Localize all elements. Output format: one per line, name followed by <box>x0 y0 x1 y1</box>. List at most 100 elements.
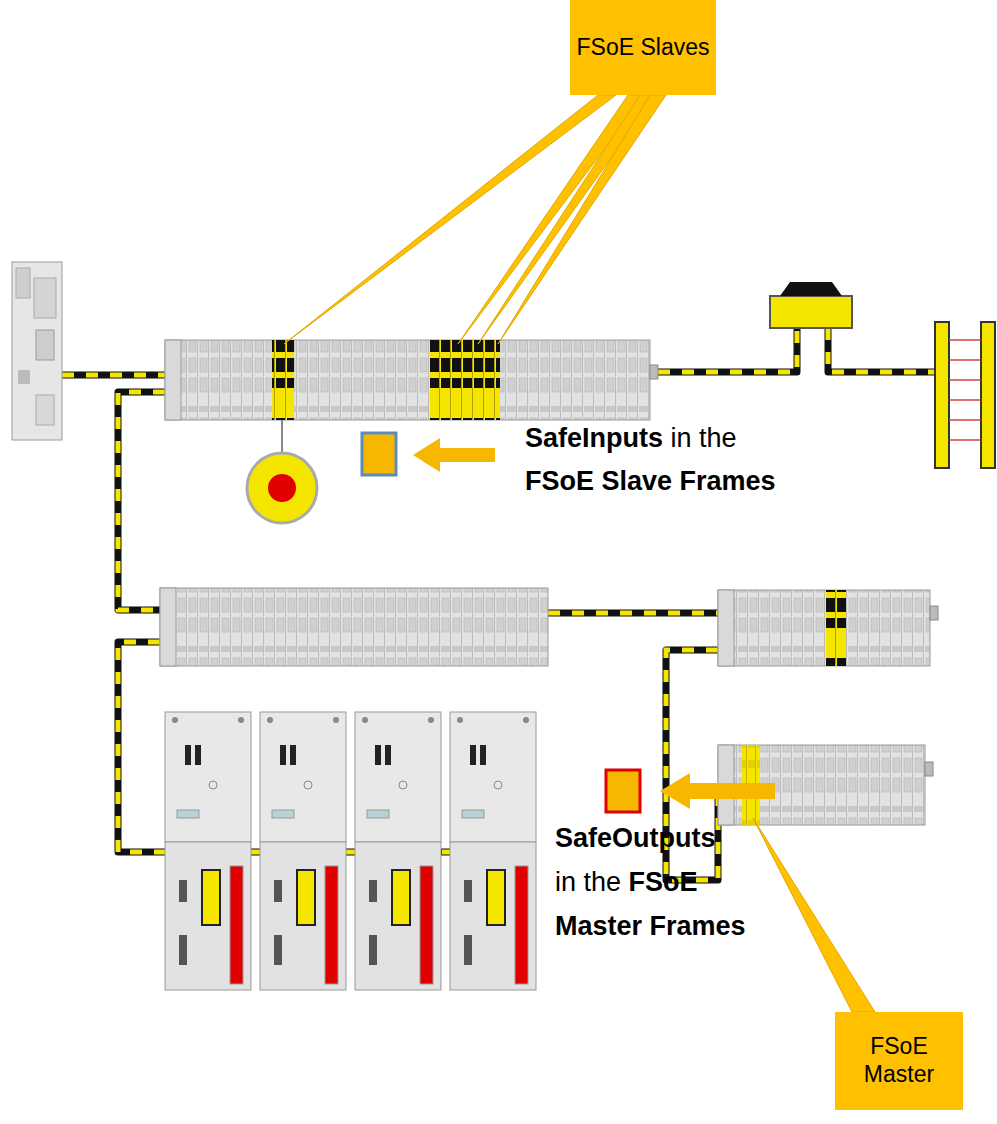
servo-drive <box>260 842 346 990</box>
ethercat-cable <box>548 611 718 616</box>
frame-label: FSoE <box>629 867 698 897</box>
label-line: FSoE Slave Frames <box>525 466 776 497</box>
servo-drive <box>165 712 536 990</box>
servo-drive <box>355 712 441 842</box>
safe-outputs-swatch <box>660 773 775 809</box>
servo-drive <box>297 870 315 925</box>
servo-drive <box>179 935 187 965</box>
ethercat-cable <box>828 328 935 372</box>
servo-drive <box>523 717 529 723</box>
servo-drive <box>494 781 502 789</box>
frame-label: FSoE Slave Frames <box>525 466 776 496</box>
frame-label: SafeOutputs <box>555 823 716 853</box>
servo-drive <box>480 745 486 765</box>
light-curtain <box>949 339 981 341</box>
servo-drive <box>177 810 199 818</box>
ethercat-cable <box>118 642 472 852</box>
io-terminal-bar <box>930 606 938 620</box>
servo-drive <box>355 842 441 990</box>
servo-drive <box>385 745 391 765</box>
servo-drive <box>428 717 434 723</box>
servo-drive <box>238 717 244 723</box>
label-line: Master Frames <box>555 911 746 942</box>
servo-drive <box>375 745 381 765</box>
servo-drive <box>209 781 217 789</box>
ethercat-cable <box>118 642 472 852</box>
callout-leader <box>753 818 875 1012</box>
servo-drive <box>470 745 476 765</box>
ethercat-cable <box>62 328 935 880</box>
callout-box: FSoE Master <box>835 1012 963 1110</box>
callout-text: FSoE Master <box>835 1033 963 1088</box>
emergency-stop <box>268 474 296 502</box>
ethercat-cable <box>828 328 935 372</box>
servo-drive <box>450 842 536 990</box>
light-curtain <box>949 379 981 381</box>
light-curtain <box>935 322 949 468</box>
safe-inputs-swatch <box>413 438 495 472</box>
servo-drive <box>185 745 191 765</box>
light-curtain <box>949 419 981 421</box>
emergency-stop <box>281 420 283 452</box>
frame-label: in the <box>555 867 621 897</box>
controller <box>36 330 54 360</box>
io-terminal-bar <box>272 340 294 420</box>
servo-drive <box>464 935 472 965</box>
io-terminal-bar <box>430 340 500 420</box>
io-terminal-bar <box>160 588 548 666</box>
safe-inputs-swatch <box>362 433 495 475</box>
light-curtain <box>981 322 995 468</box>
servo-drive <box>179 880 187 902</box>
callout-leader <box>498 95 666 344</box>
servo-drive <box>230 866 243 984</box>
servo-drive <box>274 880 282 902</box>
frame-label: SafeInputs <box>525 423 663 453</box>
servo-drive <box>325 866 338 984</box>
servo-drive <box>274 935 282 965</box>
ethercat-cable <box>62 372 165 379</box>
controller <box>16 268 30 298</box>
safety-scanner <box>770 282 852 328</box>
servo-drive <box>515 866 528 984</box>
servo-drive <box>369 935 377 965</box>
servo-drive <box>392 870 410 925</box>
servo-drive <box>420 866 433 984</box>
servo-drive <box>272 810 294 818</box>
callout-leader <box>284 95 875 1012</box>
safety-scanner <box>770 296 852 328</box>
emergency-stop <box>247 453 317 523</box>
safe-inputs-swatch <box>362 433 396 475</box>
frame-label: Master Frames <box>555 911 746 941</box>
controller <box>18 370 30 384</box>
emergency-stop <box>247 420 317 523</box>
servo-drive <box>202 870 220 925</box>
safe-outputs-swatch <box>606 770 640 812</box>
safe-outputs-swatch <box>606 770 775 812</box>
io-terminal-bar <box>718 590 938 666</box>
io-terminal-bar <box>925 762 933 776</box>
ethercat-cable <box>118 392 165 610</box>
io-terminal-bar <box>160 588 548 666</box>
servo-drive <box>450 712 536 842</box>
ethercat-cable <box>548 610 718 617</box>
light-curtain <box>949 439 981 441</box>
light-curtain <box>949 399 981 401</box>
io-terminal-bar <box>826 590 846 666</box>
servo-drive <box>304 781 312 789</box>
servo-drive <box>457 717 463 723</box>
light-curtain <box>949 359 981 361</box>
ethercat-cable <box>658 328 797 372</box>
label-line: SafeOutputs <box>555 823 716 854</box>
ethercat-cable <box>118 392 165 610</box>
ethercat-cable <box>62 373 165 378</box>
servo-drive <box>487 870 505 925</box>
controller <box>12 262 62 440</box>
ethercat-cable <box>658 328 797 372</box>
controller <box>12 262 62 440</box>
servo-drive <box>462 810 484 818</box>
servo-drive <box>195 745 201 765</box>
io-terminal-bar <box>165 340 181 420</box>
servo-drive <box>369 880 377 902</box>
servo-drive <box>260 712 346 842</box>
